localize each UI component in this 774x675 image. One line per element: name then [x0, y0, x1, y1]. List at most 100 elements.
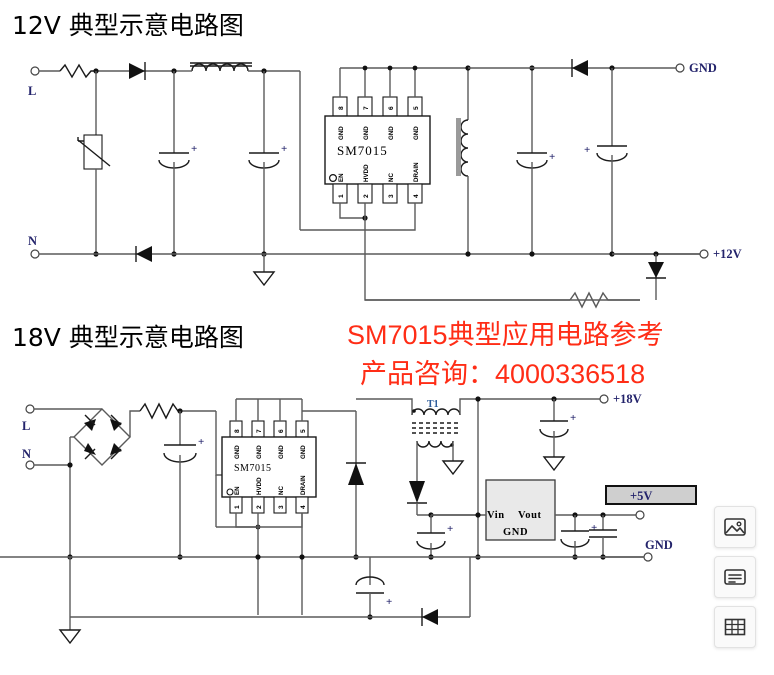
pin-5-label-2: GND — [300, 445, 307, 459]
rectifier-diode-d3-12v — [560, 59, 612, 77]
cap-c4-polarity: + — [584, 144, 590, 156]
smoothing-cap-polarity: + — [447, 523, 453, 535]
transformer-ref-label: T1 — [427, 399, 439, 410]
earth-ground-12v — [252, 254, 276, 287]
terminal-L-12v[interactable] — [30, 66, 40, 76]
pin-7-label: GND — [363, 126, 370, 140]
cap-c3-polarity: + — [549, 151, 555, 163]
terminal-12v-out[interactable] — [699, 249, 709, 259]
earth-ground-18v — [58, 629, 82, 645]
pin-2-label-2: HVDD — [256, 477, 263, 495]
terminal-18v-out[interactable] — [599, 394, 609, 404]
pin1-marker-dot — [329, 174, 338, 183]
pin-6-number-2: 6 — [278, 429, 285, 433]
pin1-marker-dot-2 — [226, 488, 234, 496]
label-L-12v: L — [28, 84, 36, 98]
label-N-12v: N — [28, 234, 37, 248]
pin-6-label: GND — [388, 126, 395, 140]
ic-sm7015-18v: 8 7 6 5 SM7015 GND GND GND GND EN HVDD N… — [221, 398, 317, 514]
snubber-cap-polarity: + — [386, 596, 392, 608]
insert-text-button[interactable] — [714, 556, 756, 598]
pin-4-number: 4 — [413, 194, 420, 198]
pin-2-number-2: 2 — [256, 505, 263, 509]
pin-3-number-2: 3 — [278, 505, 285, 509]
feedback-resistor-12v — [365, 291, 640, 309]
cap-18v-polarity: + — [570, 412, 576, 424]
pin-8-label-2: GND — [234, 445, 241, 459]
output-inductor-12v — [456, 68, 469, 254]
smoothing-cap-18v: + — [416, 515, 453, 557]
fuse-resistor-12v — [59, 63, 96, 79]
ldo-vin-label: Vin — [487, 510, 505, 521]
label-L-18v: L — [22, 419, 30, 433]
snubber-cap-18v: + — [355, 557, 392, 617]
terminal-5v-out[interactable] — [635, 510, 645, 520]
pin-1-label-2: EN — [234, 486, 241, 495]
label-plus12v: +12V — [713, 247, 742, 261]
terminal-N-18v[interactable] — [25, 460, 35, 470]
image-icon — [724, 518, 746, 536]
pin-4-number-2: 4 — [300, 505, 307, 509]
label-gnd-12v: GND — [689, 61, 717, 75]
zener-diode-12v — [646, 254, 666, 300]
pin-8-number-2: 8 — [234, 429, 241, 433]
output-diode-18v — [407, 459, 427, 515]
pin-5-label: GND — [413, 126, 420, 140]
text-icon — [724, 569, 746, 585]
promo-line-1: SM7015典型应用电路参考 — [347, 320, 664, 350]
pin-2-number: 2 — [363, 194, 370, 198]
output-cap-2-18v — [589, 515, 617, 557]
pin-8-label: GND — [338, 126, 345, 140]
ic-sm7015-12v: 8 7 6 5 SM7015 GND GND GND GND EN HVDD N… — [324, 65, 468, 204]
pin-5-number-2: 5 — [300, 429, 307, 433]
pin-6-label-2: GND — [278, 445, 285, 459]
page-title-12v: 12V 典型示意电路图 — [12, 11, 244, 40]
pin-7-label-2: GND — [256, 445, 263, 459]
label-N-18v: N — [22, 447, 31, 461]
ldo-gnd-label: GND — [503, 527, 528, 538]
pin-7-number: 7 — [363, 106, 370, 110]
common-mode-inductor-12v — [184, 62, 252, 72]
promo-line-2: 产品咨询：4000336518 — [360, 359, 646, 389]
pin-4-label-2: DRAIN — [300, 475, 307, 495]
label-plus18v: +18V — [613, 392, 642, 406]
pin-1-number-2: 1 — [234, 505, 241, 509]
ic-part-number-12v: SM7015 — [337, 143, 388, 158]
bulk-cap-18v: + — [163, 411, 204, 557]
pin-8-number: 8 — [338, 106, 345, 110]
pin-3-label: NC — [388, 173, 395, 182]
snubber-diode-18v — [370, 608, 470, 626]
pin-7-number-2: 7 — [256, 429, 263, 433]
electrolytic-cap-c1-12v: + — [158, 71, 197, 254]
transformer-t1-18v: T1 — [356, 398, 478, 476]
pin-3-number: 3 — [388, 194, 395, 198]
schematic-12v: L — [28, 59, 742, 309]
output-cap-1-18v: + — [560, 515, 597, 557]
electrolytic-cap-c2-12v: + — [248, 71, 287, 254]
terminal-gnd-18v[interactable] — [643, 552, 653, 562]
cap-c1-polarity: + — [191, 143, 197, 155]
ldo-regulator-18v: Vin Vout GND — [431, 479, 640, 557]
terminal-gnd-12v[interactable] — [675, 63, 685, 73]
insert-image-button[interactable] — [714, 506, 756, 548]
pin-6-number: 6 — [388, 106, 395, 110]
electrolytic-cap-c3-12v: + — [516, 68, 555, 254]
ldo-vout-label: Vout — [518, 510, 542, 521]
terminal-L-18v[interactable] — [25, 404, 35, 414]
bulk-cap-polarity: + — [198, 436, 204, 448]
pin-5-number: 5 — [413, 106, 420, 110]
label-plus5v: +5V — [630, 489, 652, 503]
clamp-diode-18v — [346, 411, 366, 557]
diode-d1-12v — [129, 62, 174, 80]
terminal-N-12v[interactable] — [30, 249, 40, 259]
insert-table-button[interactable] — [714, 606, 756, 648]
page-title-18v: 18V 典型示意电路图 — [12, 323, 244, 352]
schematic-18v: L N — [0, 392, 697, 645]
diode-d2-12v — [130, 246, 174, 262]
table-icon — [724, 618, 746, 636]
plus5v-highlight-box — [605, 485, 697, 505]
pin-2-label: HVDD — [363, 164, 370, 182]
pin-1-number: 1 — [338, 194, 345, 198]
bridge-rectifier-18v — [69, 408, 131, 557]
